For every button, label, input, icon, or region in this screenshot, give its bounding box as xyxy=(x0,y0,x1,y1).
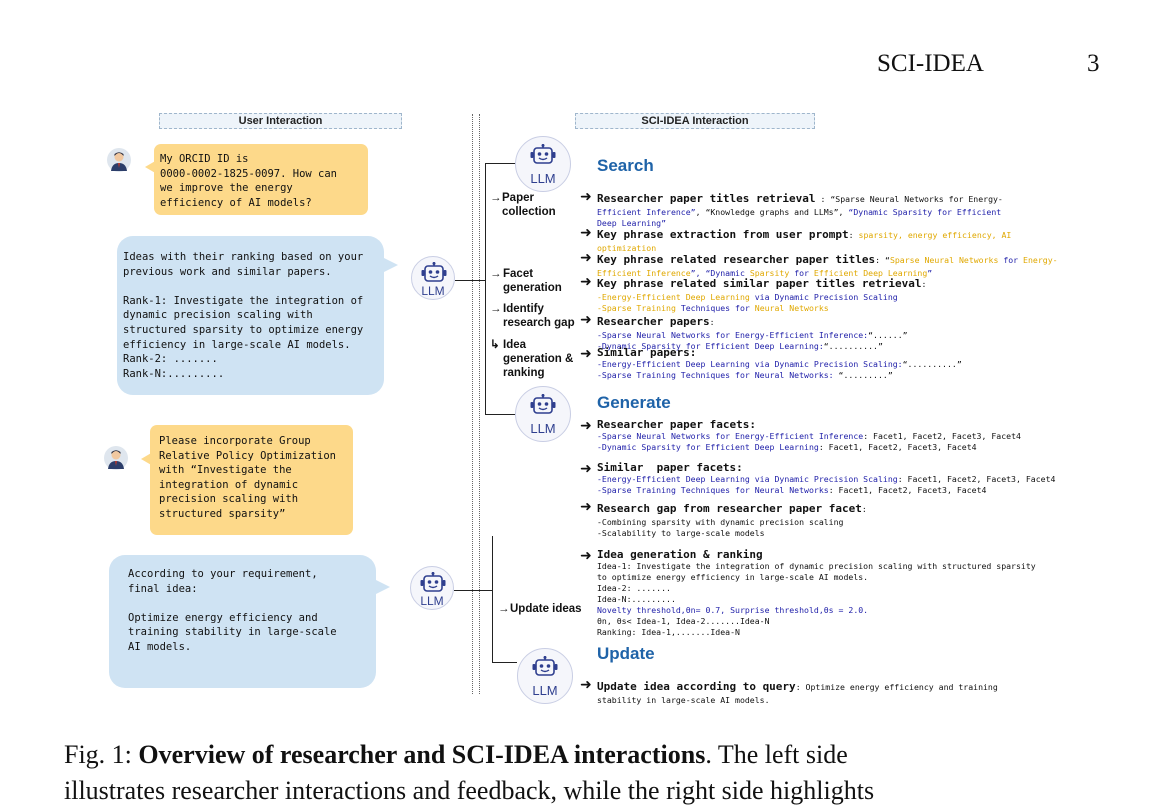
step-paper-collection: Paper collection xyxy=(502,192,556,218)
step-arrow: → xyxy=(490,268,502,280)
connector-line xyxy=(455,280,486,282)
user-interaction-header: User Interaction xyxy=(159,113,402,129)
step-arrow: → xyxy=(498,603,510,615)
center-divider xyxy=(472,114,480,694)
search-item-3: Key phrase related researcher paper titl… xyxy=(597,253,1058,278)
generate-section-title: Generate xyxy=(597,393,671,412)
user-message-bubble: Please incorporate Group Relative Policy… xyxy=(150,425,353,535)
llm-robot-icon: LLM xyxy=(410,566,454,610)
llm-response-bubble: According to your requirement, final ide… xyxy=(109,555,376,688)
llm-label: LLM xyxy=(530,421,556,436)
search-item-1: Researcher paper titles retrieval : “Spa… xyxy=(597,192,1003,228)
step-facet-generation: Facet generation xyxy=(503,268,562,294)
arrow-icon: ➜ xyxy=(580,311,592,327)
arrow-icon: ➜ xyxy=(580,498,592,514)
page-number: 3 xyxy=(1087,50,1100,77)
step-arrow: → xyxy=(490,303,502,315)
step-idea-generation: Idea generation & ranking xyxy=(503,339,574,379)
user-avatar-icon xyxy=(104,446,128,470)
llm-label: LLM xyxy=(530,171,556,186)
arrow-icon: ➜ xyxy=(580,345,592,361)
running-title: SCI-IDEA xyxy=(877,50,984,77)
arrow-icon: ➜ xyxy=(580,417,592,433)
connector-line xyxy=(454,590,493,592)
step-arrow: ↳ xyxy=(490,339,500,351)
connector-line xyxy=(485,163,516,165)
arrow-icon: ➜ xyxy=(580,547,592,563)
update-section-title: Update xyxy=(597,644,655,663)
sci-idea-interaction-header: SCI-IDEA Interaction xyxy=(575,113,815,129)
figure-caption: Fig. 1: Overview of researcher and SCI-I… xyxy=(64,740,875,805)
llm-robot-icon: LLM xyxy=(411,256,455,300)
flow-trunk-line xyxy=(492,536,494,662)
step-identify-gap: Identify research gap xyxy=(503,303,575,329)
llm-robot-icon: LLM xyxy=(515,136,571,192)
arrow-icon: ➜ xyxy=(580,249,592,265)
arrow-icon: ➜ xyxy=(580,460,592,476)
generate-item-4: Idea generation & ranking Idea-1: Invest… xyxy=(597,548,1036,637)
arrow-icon: ➜ xyxy=(580,188,592,204)
update-item-1: Update idea according to query: Optimize… xyxy=(597,680,998,705)
llm-label: LLM xyxy=(420,594,444,608)
llm-response-bubble: Ideas with their ranking based on your p… xyxy=(117,236,384,395)
arrow-icon: ➜ xyxy=(580,273,592,289)
bubble-tail xyxy=(376,580,390,594)
llm-label: LLM xyxy=(532,683,558,698)
generate-item-2: Similar paper facets: -Energy-Efficient … xyxy=(597,461,1056,495)
step-arrow: → xyxy=(490,192,502,204)
user-avatar-icon xyxy=(107,148,131,172)
search-item-6: Similar papers: -Energy-Efficient Deep L… xyxy=(597,346,962,380)
connector-line xyxy=(485,414,516,416)
search-item-2: Key phrase extraction from user prompt: … xyxy=(597,228,1012,253)
connector-line xyxy=(492,662,517,664)
bubble-tail xyxy=(384,258,398,272)
llm-robot-icon: LLM xyxy=(517,648,573,704)
generate-item-3: Research gap from researcher paper facet… xyxy=(597,502,867,538)
user-message-bubble: My ORCID ID is 0000-0002-1825-0097. How … xyxy=(154,144,368,215)
step-update-ideas: Update ideas xyxy=(510,603,582,615)
generate-item-1: Researcher paper facets: -Sparse Neural … xyxy=(597,418,1021,452)
arrow-icon: ➜ xyxy=(580,676,592,692)
search-item-5: Researcher papers: -Sparse Neural Networ… xyxy=(597,315,908,351)
llm-robot-icon: LLM xyxy=(515,386,571,442)
llm-label: LLM xyxy=(421,284,445,298)
flow-trunk-line xyxy=(485,163,487,414)
search-section-title: Search xyxy=(597,156,654,175)
search-item-4: Key phrase related similar paper titles … xyxy=(597,277,927,313)
arrow-icon: ➜ xyxy=(580,224,592,240)
